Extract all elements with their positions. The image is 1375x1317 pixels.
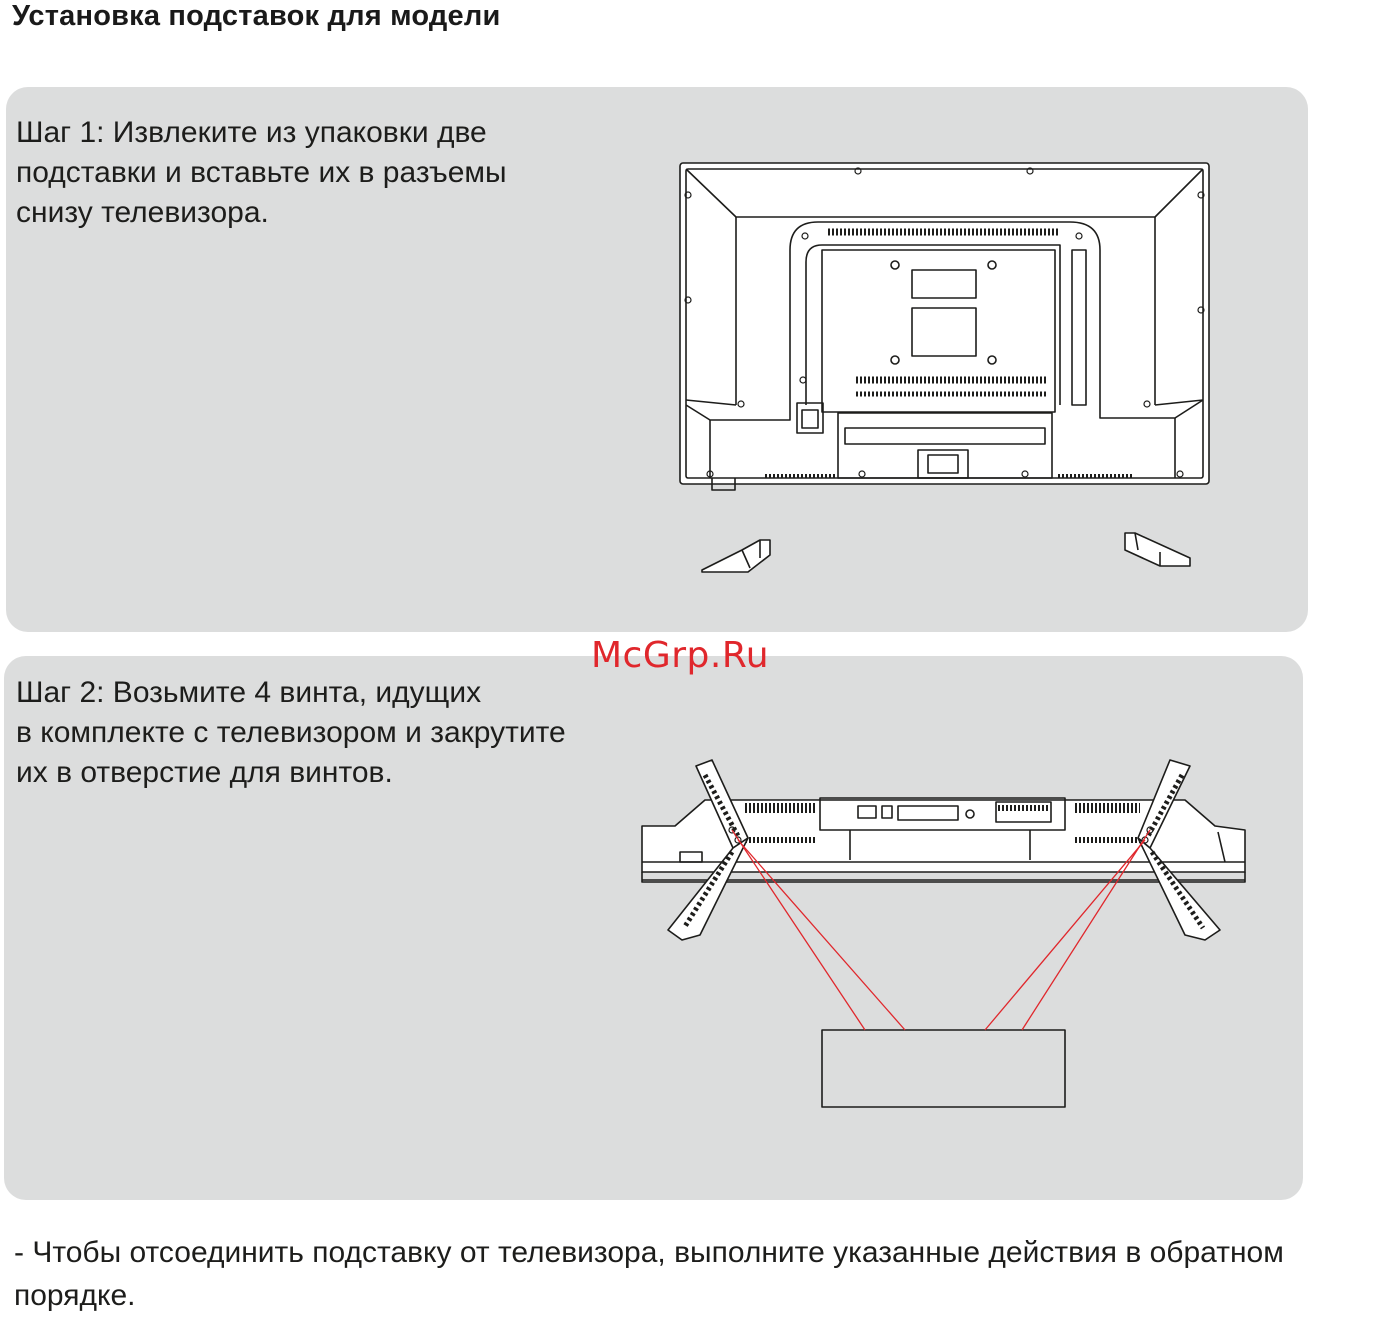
step-2-line: в комплекте с телевизором и закрутите — [16, 716, 566, 749]
note-line: порядке. — [14, 1279, 136, 1312]
removal-note: - Чтобы отсоединить подставку от телевиз… — [14, 1231, 1374, 1317]
step-2-instructions: Шаг 2: Возьмите 4 винта, идущих в компле… — [16, 673, 566, 793]
step-2-line: Шаг 2: Возьмите 4 винта, идущих — [16, 676, 482, 709]
page-title: Установка подставок для модели — [12, 0, 501, 32]
note-line: - Чтобы отсоединить подставку от телевиз… — [14, 1236, 1284, 1269]
step-1-line: подставки и вставьте их в разъемы — [16, 156, 507, 189]
step-1-instructions: Шаг 1: Извлеките из упаковки две подстав… — [16, 113, 507, 233]
step-1-line: снизу телевизора. — [16, 196, 269, 229]
watermark: McGrp.Ru — [591, 635, 770, 676]
step-2-line: их в отверстие для винтов. — [16, 756, 393, 789]
step-1-line: Шаг 1: Извлеките из упаковки две — [16, 116, 487, 149]
